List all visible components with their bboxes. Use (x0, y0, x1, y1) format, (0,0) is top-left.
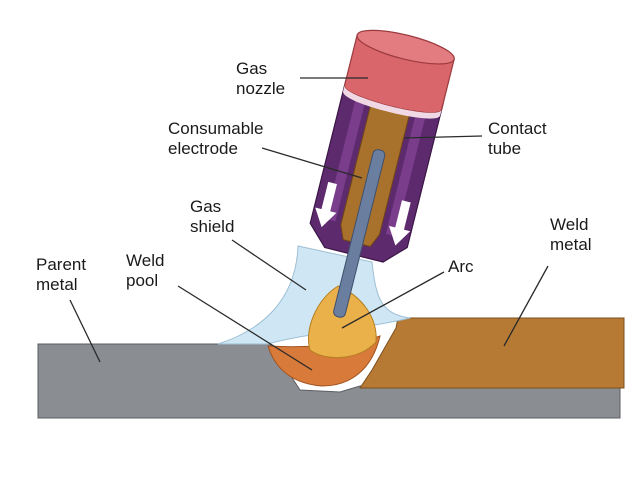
leader-contact-tube (403, 135, 483, 139)
leader-arc (341, 271, 445, 329)
gas-channel-right (385, 107, 428, 237)
label-parent-metal: Parent metal (36, 255, 91, 294)
leader-consumable-electrode (261, 147, 363, 179)
label-gas-shield: Gas shield (190, 197, 234, 236)
welding-torch (309, 29, 455, 318)
label-arc: Arc (448, 257, 474, 276)
nozzle-cap-band (343, 85, 442, 119)
arc (308, 285, 377, 359)
label-consumable-electrode: Consumable electrode (168, 119, 268, 158)
label-gas-nozzle: Gas nozzle (236, 59, 285, 98)
leader-weld-metal (503, 265, 549, 347)
leader-gas-shield (231, 239, 307, 291)
weld-metal (359, 317, 625, 389)
label-weld-metal: Weld metal (550, 215, 593, 254)
gas-channel-left (325, 92, 367, 222)
gas-flow-arrows (315, 181, 411, 246)
nozzle-cap-top (356, 29, 455, 65)
label-contact-tube: Contact tube (488, 119, 551, 158)
label-weld-pool: Weld pool (126, 251, 169, 290)
consumable-electrode (333, 149, 386, 318)
leader-weld-pool (177, 285, 313, 371)
leader-parent-metal (69, 299, 101, 363)
